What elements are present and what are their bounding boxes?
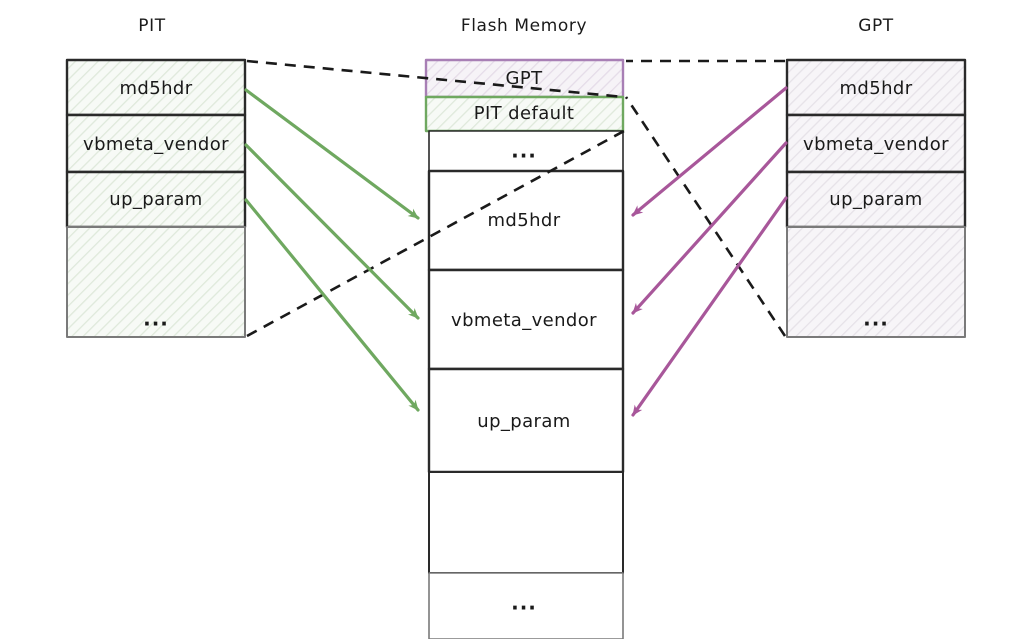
pit-title: PIT	[138, 16, 165, 36]
flash-title: Flash Memory	[461, 16, 587, 36]
dashed-connectors	[246, 59, 787, 338]
gpt-row-md5hdr-label: md5hdr	[839, 78, 912, 99]
dashed-gpt-bottom	[624, 96, 787, 337]
purple-arrow-vbmeta-vendor	[631, 141, 788, 315]
pit-row-up-param-label: up_param	[109, 189, 202, 210]
flash-row-ellipsis-bottom	[428, 572, 624, 639]
gpt-box: md5hdr vbmeta_vendor up_param ...	[785, 58, 967, 338]
flash-row-up-param	[427, 367, 625, 474]
pit-row-remainder-ellipsis: ...	[143, 307, 169, 331]
green-arrows	[244, 88, 420, 412]
pit-row-md5hdr-label: md5hdr	[119, 78, 192, 99]
flash-row-gpt-label: GPT	[506, 68, 544, 89]
pit-row-vbmeta-vendor-label: vbmeta_vendor	[83, 134, 229, 155]
purple-arrow-up-param	[631, 196, 788, 417]
pit-row-vbmeta-vendor	[65, 113, 247, 174]
flash-row-pit-default-label: PIT default	[474, 103, 575, 124]
flash-memory-box: GPT PIT default ... md5hdr vbmeta_vendor…	[424, 58, 625, 639]
gpt-row-remainder-ellipsis: ...	[863, 307, 889, 331]
green-arrow-up-param	[244, 198, 420, 412]
gpt-title: GPT	[858, 16, 894, 36]
purple-arrow-md5hdr	[631, 86, 788, 217]
gpt-row-vbmeta-vendor	[785, 113, 967, 174]
green-arrow-md5hdr	[244, 88, 420, 220]
pit-row-md5hdr	[65, 58, 247, 117]
flash-row-pit-default	[424, 95, 625, 133]
flash-row-ellipsis-top-label: ...	[511, 139, 537, 163]
flash-row-up-param-label: up_param	[477, 411, 570, 432]
pit-box: md5hdr vbmeta_vendor up_param ...	[65, 58, 247, 338]
flash-row-ellipsis-bottom-label: ...	[511, 591, 537, 615]
gpt-row-vbmeta-vendor-label: vbmeta_vendor	[803, 134, 949, 155]
green-arrow-vbmeta-vendor	[244, 143, 420, 320]
flash-row-empty	[428, 471, 624, 574]
gpt-row-remainder	[786, 226, 966, 338]
flash-row-md5hdr	[427, 169, 625, 272]
gpt-row-up-param-label: up_param	[829, 189, 922, 210]
flash-row-vbmeta-vendor-label: vbmeta_vendor	[451, 310, 597, 331]
pit-row-remainder	[66, 226, 246, 338]
flash-row-md5hdr-label: md5hdr	[487, 210, 560, 231]
dashed-pit-bottom	[246, 129, 625, 338]
dashed-pit-top	[246, 59, 625, 99]
purple-arrows	[631, 86, 788, 417]
